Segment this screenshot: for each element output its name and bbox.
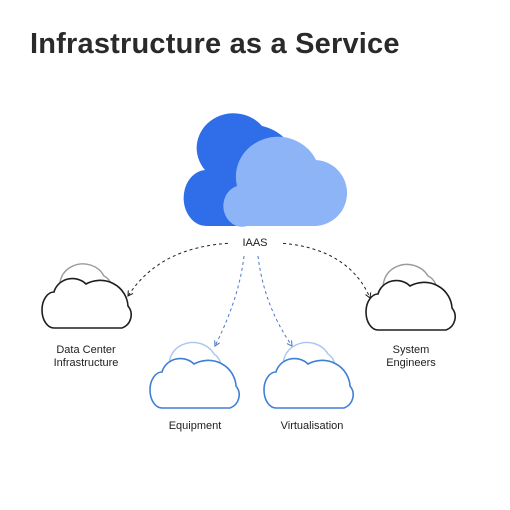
- node-label-system-engineers: System Engineers: [361, 344, 461, 370]
- system-engineers-cloud-back: [382, 263, 438, 297]
- node-label-equipment: Equipment: [145, 420, 245, 433]
- node-label-line: Engineers: [386, 357, 436, 369]
- node-label-line: Infrastructure: [53, 357, 119, 369]
- page-title: Infrastructure as a Service: [30, 28, 400, 60]
- equipment-cloud-front: [149, 357, 240, 409]
- node-label-line: System: [392, 344, 430, 356]
- node-label-line: Data Center: [56, 344, 116, 356]
- hub-cloud-icon: [183, 113, 348, 227]
- node-label-virtualisation: Virtualisation: [262, 420, 362, 433]
- node-label-data-center: Data Center Infrastructure: [32, 344, 140, 370]
- system-engineers-cloud-icon: [365, 263, 456, 331]
- node-label-line: Equipment: [168, 420, 222, 432]
- equipment-cloud-back: [168, 341, 222, 375]
- system-engineers-cloud-front: [365, 279, 456, 331]
- connector-to-system-engineers: [276, 242, 372, 299]
- hub-label: IAAS: [230, 237, 280, 249]
- data-center-cloud-icon: [41, 263, 132, 329]
- virtualisation-cloud-icon: [263, 341, 354, 409]
- connector-to-virtualisation: [257, 255, 293, 347]
- data-center-cloud-front: [41, 277, 132, 329]
- node-label-line: Virtualisation: [280, 420, 344, 432]
- connector-lines: [127, 242, 372, 347]
- data-center-cloud-back: [59, 263, 113, 295]
- connector-to-data-center: [127, 242, 235, 297]
- connector-to-equipment: [214, 255, 245, 347]
- equipment-cloud-icon: [149, 341, 240, 409]
- virtualisation-cloud-front: [263, 357, 354, 409]
- virtualisation-cloud-back: [282, 341, 336, 375]
- hub-cloud-secondary-shape: [223, 136, 348, 227]
